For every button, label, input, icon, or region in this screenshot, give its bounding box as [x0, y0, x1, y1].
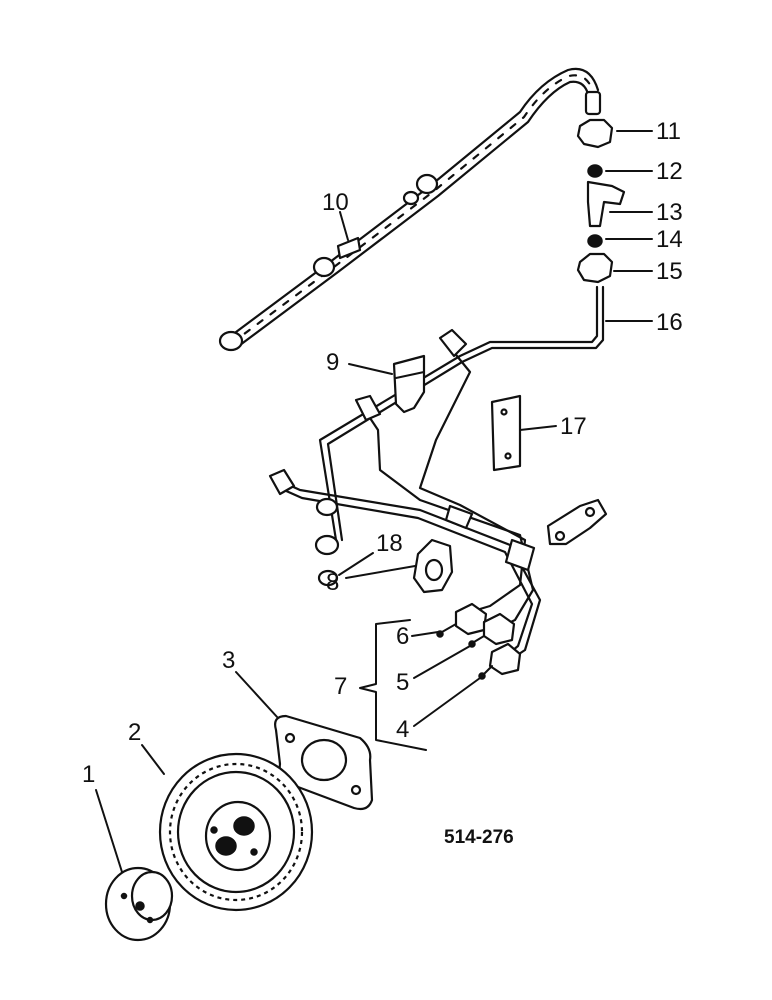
part-1-hub	[104, 866, 174, 942]
leader-lines	[95, 130, 653, 873]
callout-17: 17	[560, 413, 587, 440]
part-4-nozzle	[478, 642, 522, 680]
part-13-banjo-fitting	[586, 180, 626, 228]
callout-7: 7	[334, 673, 347, 700]
part-11-nut	[576, 118, 614, 149]
callout-1: 1	[82, 761, 95, 788]
part-9-clamp	[392, 354, 426, 414]
callout-15: 15	[656, 258, 683, 285]
callout-16: 16	[656, 309, 683, 336]
callouts: 1 2 3 4 5 6 7 8 9 10 11 12 13 14 15 16 1…	[82, 118, 683, 788]
mounting-bracket	[546, 498, 608, 546]
injector-nozzles	[436, 602, 522, 680]
part-2-gear	[158, 752, 314, 912]
part-15-nut	[576, 252, 614, 284]
part-17-plate	[490, 394, 522, 472]
banjo-assembly	[576, 118, 626, 284]
part-6-nozzle	[436, 602, 488, 638]
callout-8: 8	[326, 569, 339, 596]
callout-13: 13	[656, 199, 683, 226]
callout-6: 6	[396, 623, 409, 650]
callout-18: 18	[376, 530, 403, 557]
callout-9: 9	[326, 349, 339, 376]
callout-12: 12	[656, 158, 683, 185]
callout-14: 14	[656, 226, 683, 253]
callout-2: 2	[128, 719, 141, 746]
part-12-washer	[587, 164, 603, 178]
callout-5: 5	[396, 669, 409, 696]
part-8-clamp	[412, 538, 454, 594]
callout-10: 10	[322, 189, 349, 216]
part-3-gasket	[274, 714, 374, 811]
callout-4: 4	[396, 716, 409, 743]
part-5-nozzle	[468, 612, 516, 648]
part-10-leak-off-hose	[218, 67, 602, 352]
injector-pipes	[268, 285, 605, 662]
callout-3: 3	[222, 647, 235, 674]
part-14-washer	[587, 234, 603, 248]
callout-11: 11	[656, 118, 681, 145]
figure-reference-code: 514-276	[444, 827, 514, 848]
